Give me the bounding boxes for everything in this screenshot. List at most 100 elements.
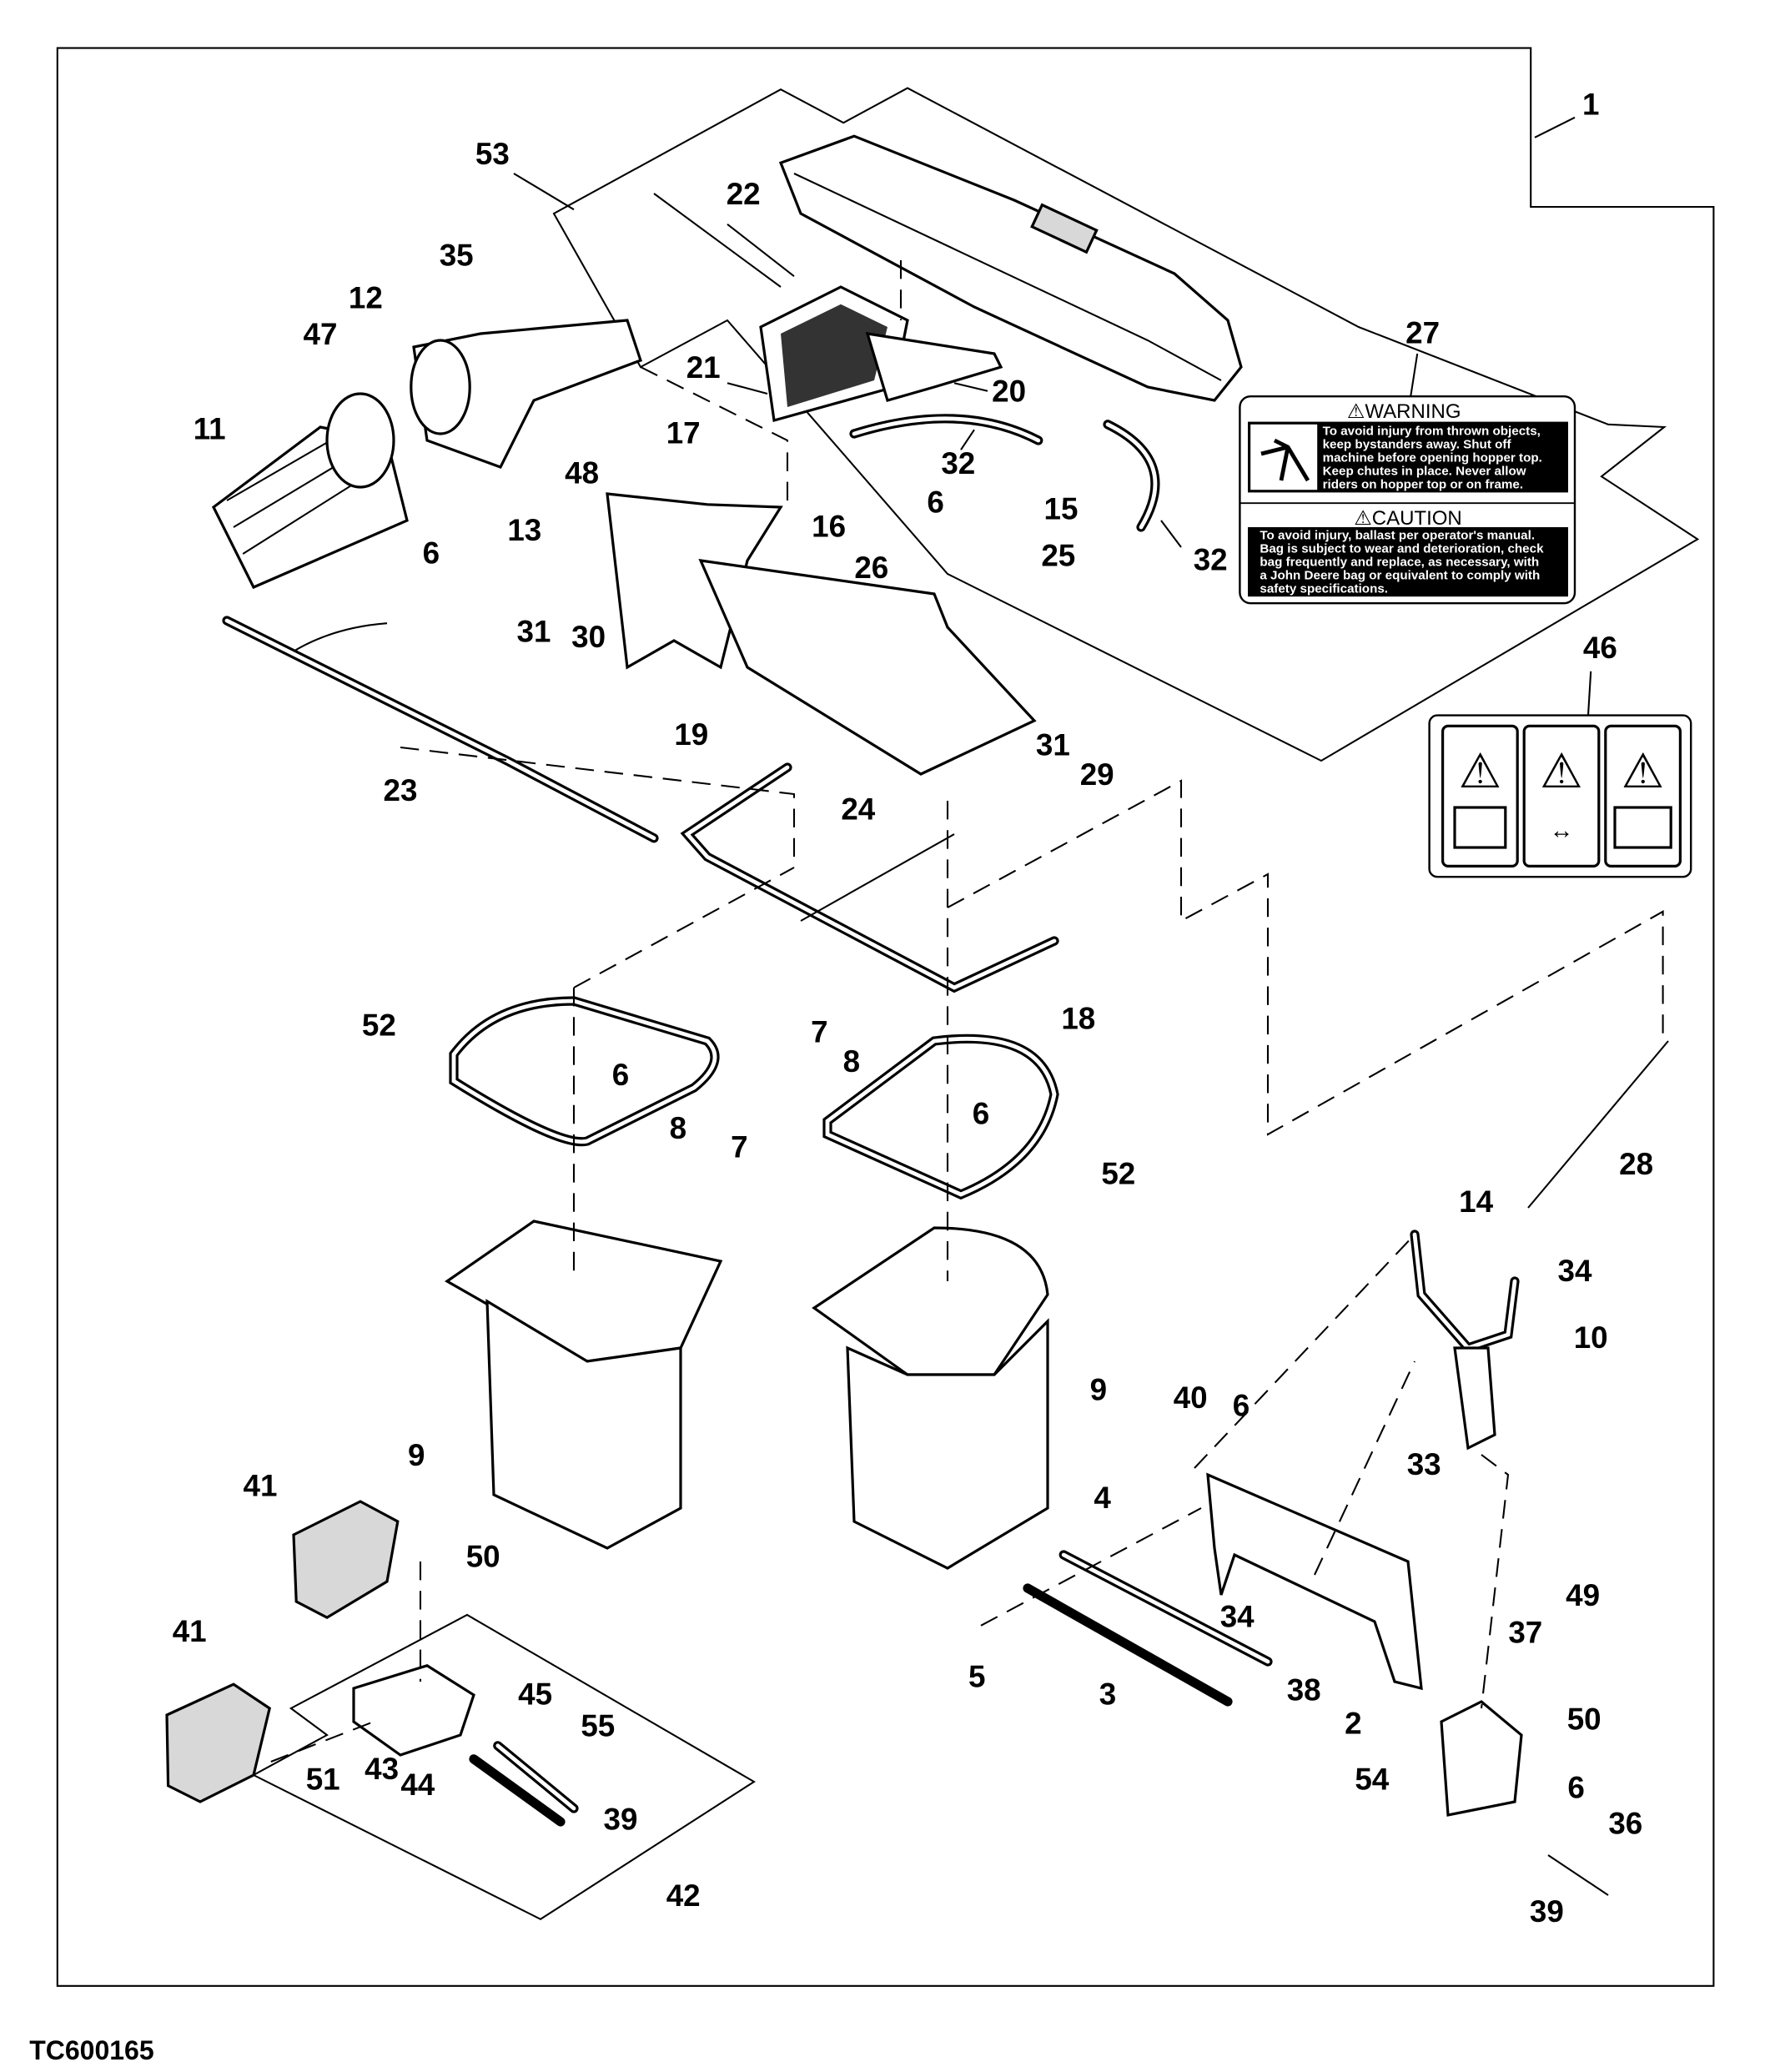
hopper-frame-24 bbox=[606, 492, 1037, 776]
warning-triangle-icon: ⚠ bbox=[1347, 400, 1365, 423]
callout-labels: 1 53 22 35 12 47 27 21 20 11 17 32 48 6 … bbox=[173, 88, 1653, 1929]
callout: 55 bbox=[581, 1709, 615, 1743]
bag-9-right bbox=[812, 1226, 1049, 1570]
callout: 44 bbox=[400, 1768, 435, 1802]
callout: 11 bbox=[194, 412, 226, 446]
callout: 6 bbox=[973, 1096, 989, 1130]
callout: 6 bbox=[612, 1058, 629, 1092]
callout: 35 bbox=[440, 239, 474, 273]
callout: 36 bbox=[1608, 1807, 1642, 1841]
group-outline-53 bbox=[552, 87, 1700, 762]
callout: 51 bbox=[306, 1763, 340, 1797]
caution-line: To avoid injury, ballast per operator's … bbox=[1260, 528, 1535, 542]
warning-line: To avoid injury from thrown objects, bbox=[1323, 425, 1541, 439]
callout: 42 bbox=[666, 1878, 701, 1913]
callout: 26 bbox=[854, 551, 888, 585]
warning-triangle-manual-icon: ⚠ bbox=[1459, 745, 1502, 798]
callout: 13 bbox=[507, 513, 541, 547]
callout: 1 bbox=[1582, 88, 1599, 122]
callout: 20 bbox=[992, 375, 1026, 409]
callout: 18 bbox=[1061, 1002, 1095, 1036]
callout: 2 bbox=[1345, 1707, 1361, 1741]
callout: 33 bbox=[1407, 1447, 1441, 1481]
callout: 45 bbox=[518, 1677, 552, 1711]
warning-title: WARNING bbox=[1365, 400, 1461, 423]
callout: 34 bbox=[1558, 1254, 1592, 1288]
callout: 24 bbox=[841, 792, 875, 827]
callout: 48 bbox=[565, 455, 599, 490]
caution-line: Bag is subject to wear and deterioration… bbox=[1260, 541, 1544, 556]
caution-line: a John Deere bag or equivalent to comply… bbox=[1260, 568, 1540, 582]
callout: 53 bbox=[475, 137, 510, 171]
callout: 52 bbox=[362, 1008, 396, 1043]
callout: 23 bbox=[384, 773, 418, 807]
screen-21 bbox=[759, 285, 1003, 423]
callout: 31 bbox=[517, 615, 551, 649]
safety-decal-46: ⚠ ⚠ ⚠ ↔ bbox=[1428, 714, 1692, 878]
callout: 28 bbox=[1619, 1147, 1653, 1181]
callout: 52 bbox=[1101, 1156, 1135, 1190]
callout: 7 bbox=[811, 1015, 827, 1049]
callout: 47 bbox=[304, 317, 338, 351]
callout: 54 bbox=[1355, 1763, 1389, 1797]
callout: 39 bbox=[604, 1803, 638, 1837]
slope-manual-icon: ⚠ bbox=[1622, 745, 1665, 798]
bag-9-left bbox=[445, 1220, 723, 1550]
hopper-top bbox=[778, 134, 1243, 402]
callout: 27 bbox=[1405, 315, 1440, 350]
callout: 14 bbox=[1459, 1184, 1493, 1219]
callout: 6 bbox=[1567, 1770, 1584, 1804]
callout: 32 bbox=[941, 446, 975, 480]
plate-2 bbox=[1206, 1472, 1423, 1691]
chute-assembly bbox=[211, 319, 643, 590]
callout: 25 bbox=[1041, 539, 1075, 573]
callout: 3 bbox=[1099, 1677, 1116, 1711]
callout: 9 bbox=[408, 1438, 425, 1472]
caution-triangle-icon: ⚠ bbox=[1354, 507, 1372, 530]
callout: 37 bbox=[1508, 1616, 1542, 1650]
callout: 39 bbox=[1530, 1894, 1564, 1929]
callout: 30 bbox=[571, 620, 606, 654]
callout: 12 bbox=[349, 281, 383, 315]
bracket-54 bbox=[1440, 1700, 1523, 1817]
callout: 6 bbox=[423, 536, 440, 570]
callout: 5 bbox=[968, 1660, 985, 1694]
callout: 41 bbox=[173, 1614, 207, 1648]
callout: 4 bbox=[1094, 1481, 1111, 1515]
callout: 46 bbox=[1583, 631, 1617, 665]
warning-line: keep bystanders away. Shut off bbox=[1323, 438, 1512, 452]
callout: 15 bbox=[1044, 492, 1079, 526]
callout: 9 bbox=[1090, 1373, 1107, 1407]
callout: 34 bbox=[1220, 1600, 1255, 1634]
svg-text:↔: ↔ bbox=[1550, 817, 1574, 844]
callout: 38 bbox=[1287, 1673, 1321, 1707]
warning-line: machine before opening hopper top. bbox=[1323, 451, 1542, 465]
svg-text:⚠CAUTION: ⚠CAUTION bbox=[1354, 507, 1462, 530]
caution-line: bag frequently and replace, as necessary… bbox=[1260, 555, 1539, 569]
callout: 6 bbox=[1233, 1389, 1250, 1423]
callout: 22 bbox=[727, 177, 761, 211]
callout: 21 bbox=[686, 350, 721, 385]
warning-line: riders on hopper top or on frame. bbox=[1323, 478, 1524, 492]
warning-line: Keep chutes in place. Never allow bbox=[1323, 465, 1526, 479]
svg-text:⚠WARNING: ⚠WARNING bbox=[1347, 400, 1461, 423]
callout: 31 bbox=[1036, 728, 1070, 762]
assembly-lines bbox=[270, 260, 1664, 1763]
callout: 10 bbox=[1574, 1320, 1608, 1355]
weight-41-upper bbox=[292, 1500, 400, 1620]
callout: 8 bbox=[843, 1044, 860, 1079]
figure-id: TC600165 bbox=[29, 2035, 153, 2065]
callout: 50 bbox=[1567, 1702, 1602, 1737]
callout: 43 bbox=[365, 1752, 399, 1786]
callout: 7 bbox=[731, 1129, 747, 1164]
weight-41-lower bbox=[165, 1682, 272, 1803]
callout: 29 bbox=[1080, 757, 1114, 792]
warning-decal-27: ⚠WARNING To avoid injury from thrown obj… bbox=[1239, 395, 1576, 605]
callout: 8 bbox=[670, 1111, 686, 1145]
callout: 40 bbox=[1174, 1380, 1208, 1415]
callout: 17 bbox=[666, 415, 701, 450]
caution-title: CAUTION bbox=[1372, 507, 1462, 530]
callout: 6 bbox=[927, 485, 943, 520]
callout: 41 bbox=[244, 1469, 278, 1503]
